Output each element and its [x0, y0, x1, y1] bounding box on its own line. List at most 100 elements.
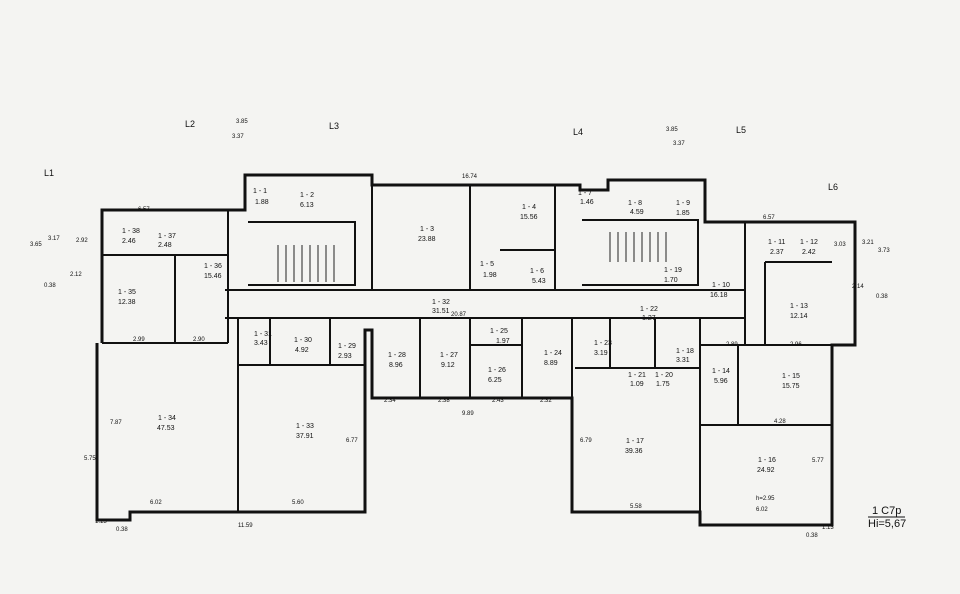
dimension-label: 0.38: [806, 533, 818, 539]
dimension-label: 6.02: [150, 500, 162, 506]
room-6-area: 5.43: [532, 278, 546, 285]
dimension-label: 3.37: [673, 141, 685, 147]
room-2-number: 1 - 2: [300, 192, 314, 199]
room-13-number: 1 - 13: [790, 303, 808, 310]
dimension-label: 2.38: [438, 398, 450, 404]
dimension-label: 0.38: [116, 527, 128, 533]
walls: [95, 173, 857, 527]
floor-level: Hi=5,67: [868, 518, 906, 530]
room-32-number: 1 - 32: [432, 299, 450, 306]
room-21-area: 1.09: [630, 381, 644, 388]
room-8-number: 1 - 8: [628, 200, 642, 207]
room-38-number: 1 - 38: [122, 228, 140, 235]
room-5-area: 1.98: [483, 272, 497, 279]
dimension-label: 6.57: [138, 207, 150, 213]
axis-marker-l3: L3: [329, 121, 339, 131]
room-15-number: 1 - 15: [782, 373, 800, 380]
room-14-area: 5.96: [714, 378, 728, 385]
room-18-number: 1 - 18: [676, 348, 694, 355]
room-10-number: 1 - 10: [712, 282, 730, 289]
dimension-label: 2.34: [384, 398, 396, 404]
room-19-number: 1 - 19: [664, 267, 682, 274]
room-8-area: 4.59: [630, 209, 644, 216]
room-10-area: 16.18: [710, 292, 728, 299]
dimension-label: 16.74: [462, 174, 478, 180]
room-7-number: 1 - 7: [578, 190, 592, 197]
dimension-label: 6.57: [763, 215, 775, 221]
dimension-label: 0.38: [44, 283, 56, 289]
room-3-number: 1 - 3: [420, 226, 434, 233]
dimension-label: 4.28: [774, 419, 786, 425]
room-25-area: 1.97: [496, 338, 510, 345]
dimension-label: 0.38: [876, 294, 888, 300]
room-28-number: 1 - 28: [388, 352, 406, 359]
room-1-number: 1 - 1: [253, 188, 267, 195]
room-37-number: 1 - 37: [158, 233, 176, 240]
dimension-label: 2.92: [76, 238, 88, 244]
room-11-number: 1 - 11: [768, 239, 785, 246]
axis-marker-l5: L5: [736, 125, 746, 135]
room-18-area: 3.31: [676, 357, 690, 364]
room-20-area: 1.75: [656, 381, 670, 388]
room-15-area: 15.75: [782, 383, 800, 390]
dimension-label: 3.21: [862, 240, 874, 246]
room-31-area: 3.43: [254, 340, 268, 347]
dimension-label: 2.43: [492, 398, 504, 404]
room-28-area: 8.96: [389, 362, 403, 369]
room-36-number: 1 - 36: [204, 263, 222, 270]
room-24-number: 1 - 24: [544, 350, 562, 357]
room-3-area: 23.88: [418, 236, 436, 243]
dimension-label: 9.89: [462, 411, 474, 417]
axis-markers: L1 L2 L3 L4 L5 L6: [44, 119, 838, 192]
dimension-label: 2.99: [133, 337, 145, 343]
room-35-number: 1 - 35: [118, 289, 136, 296]
room-30-area: 4.92: [295, 347, 309, 354]
room-31-number: 1 - 31: [254, 331, 272, 338]
room-20-number: 1 - 20: [655, 372, 673, 379]
room-25-number: 1 - 25: [490, 328, 508, 335]
room-2-area: 6.13: [300, 202, 314, 209]
room-27-number: 1 - 27: [440, 352, 458, 359]
dimension-label: 5.58: [630, 504, 642, 510]
dimension-label: 3.65: [30, 242, 42, 248]
axis-marker-l6: L6: [828, 182, 838, 192]
dimension-label: 5.75: [84, 456, 96, 462]
room-27-area: 9.12: [441, 362, 455, 369]
room-23-number: 1 - 23: [594, 340, 612, 347]
dimension-label: 2.89: [726, 342, 738, 348]
axis-marker-l2: L2: [185, 119, 195, 129]
dimension-label: 3.37: [232, 134, 244, 140]
room-26-number: 1 - 26: [488, 367, 506, 374]
room-33-area: 37.91: [296, 433, 314, 440]
dimension-label: 5.77: [812, 458, 824, 464]
room-34-number: 1 - 34: [158, 415, 176, 422]
title-block: 1 С7р Hi=5,67: [868, 505, 906, 530]
dimension-label: 1.13: [822, 525, 834, 531]
room-6-number: 1 - 6: [530, 268, 544, 275]
room-7-area: 1.46: [580, 199, 594, 206]
room-24-area: 8.89: [544, 360, 558, 367]
room-13-area: 12.14: [790, 313, 808, 320]
room-12-area: 2.42: [802, 249, 816, 256]
dimension-label: 3.85: [236, 119, 248, 125]
room-11-area: 2.37: [770, 249, 784, 256]
room-12-number: 1 - 12: [800, 239, 818, 246]
room-26-area: 6.25: [488, 377, 502, 384]
room-37-area: 2.48: [158, 242, 172, 249]
room-17-number: 1 - 17: [626, 438, 644, 445]
room-21-number: 1 - 21: [628, 372, 646, 379]
room-16-number: 1 - 16: [758, 457, 776, 464]
room-22-area: 1.27: [642, 315, 656, 322]
room-33-number: 1 - 33: [296, 423, 314, 430]
room-35-area: 12.38: [118, 299, 136, 306]
dimension-label: 6.79: [580, 438, 592, 444]
dimension-label: 3.73: [878, 248, 890, 254]
room-30-number: 1 - 30: [294, 337, 312, 344]
room-36-area: 15.46: [204, 273, 222, 280]
room-34-area: 47.53: [157, 425, 175, 432]
room-4-area: 15.56: [520, 214, 538, 221]
dimensions: 3.85 3.37 3.85 3.37 16.74 6.57 6.57 20.8…: [30, 119, 890, 539]
room-22-number: 1 - 22: [640, 306, 658, 313]
